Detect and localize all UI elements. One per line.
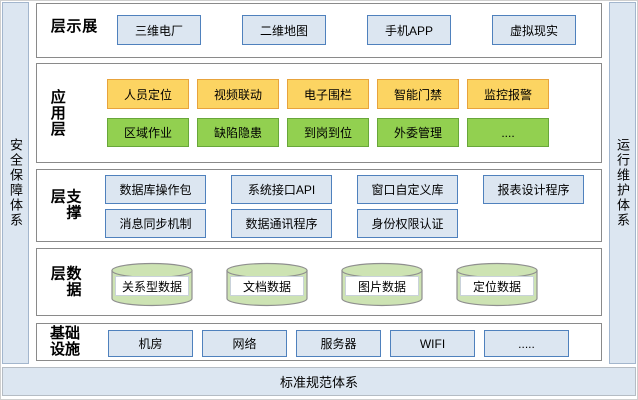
database-cylinder-icon: 图片数据 [340, 262, 424, 307]
presentation-layer-row: 三维电厂 二维地图 手机APP 虚拟现实 [117, 15, 576, 45]
infrastructure-box: 网络 [202, 330, 287, 357]
infrastructure-layer-row: 机房 网络 服务器 WIFI ..... [108, 330, 569, 357]
database-label: 关系型数据 [121, 279, 182, 294]
presentation-box-label: 虚拟现实 [509, 23, 558, 38]
database-cylinder-icon: 定位数据 [455, 262, 539, 307]
presentation-layer-panel: 展示层 三维电厂 二维地图 手机APP 虚拟现实 [36, 3, 602, 58]
standards-system-bar-label: 标准规范体系 [279, 375, 358, 390]
infrastructure-box: WIFI [390, 330, 475, 357]
application-layer-panel: 应用层 人员定位 视频联动 电子围栏 智能门禁 监控报警 [36, 63, 602, 163]
infrastructure-box-label: ..... [518, 336, 535, 351]
application-box-label: 缺陷隐患 [213, 126, 262, 140]
support-box: 报表设计程序 [483, 175, 584, 204]
presentation-box: 二维地图 [242, 15, 326, 45]
support-box: 窗口自定义库 [357, 175, 458, 204]
data-layer-title: 数据层 [48, 265, 82, 298]
support-box-label: 数据库操作包 [119, 183, 192, 197]
infrastructure-box-label: 机房 [138, 337, 163, 351]
application-box-green: 缺陷隐患 [197, 118, 279, 147]
database-label-box: 定位数据 [460, 276, 534, 296]
infrastructure-box-label: WIFI [419, 336, 446, 351]
application-box-yellow: 人员定位 [107, 79, 189, 109]
presentation-box-label: 手机APP [384, 23, 433, 38]
support-box-label: 报表设计程序 [497, 183, 570, 197]
standards-system-bar: 标准规范体系 [2, 367, 636, 396]
left-system-bar-label: 安全保障体系 [8, 138, 23, 228]
application-layer-row-2: 区域作业 缺陷隐患 到岗到位 外委管理 .... [107, 118, 549, 147]
infrastructure-box: ..... [484, 330, 569, 357]
application-box-label: 监控报警 [483, 87, 532, 102]
support-box-label: 窗口自定义库 [371, 183, 444, 197]
support-box: 身份权限认证 [357, 209, 458, 238]
database-label: 图片数据 [357, 279, 406, 294]
infrastructure-box: 服务器 [296, 330, 381, 357]
application-box-label: 人员定位 [123, 87, 172, 102]
infrastructure-box-label: 网络 [232, 337, 257, 351]
application-box-yellow: 监控报警 [467, 79, 549, 109]
application-box-yellow: 电子围栏 [287, 79, 369, 109]
support-box: 数据库操作包 [105, 175, 206, 204]
presentation-box: 手机APP [367, 15, 451, 45]
application-box-label: .... [501, 125, 515, 140]
data-layer-panel: 数据层 关系型数据 文档数据 [36, 248, 602, 316]
presentation-box: 虚拟现实 [492, 15, 576, 45]
support-box: 消息同步机制 [105, 209, 206, 238]
database-label: 定位数据 [472, 279, 521, 294]
infrastructure-layer-title: 基础设施 [49, 325, 80, 358]
application-layer-title: 应用层 [48, 89, 66, 137]
database-label-box: 关系型数据 [115, 276, 189, 296]
support-box-label: 身份权限认证 [371, 217, 444, 231]
presentation-box: 三维电厂 [117, 15, 201, 45]
application-box-green: 到岗到位 [287, 118, 369, 147]
application-box-green: .... [467, 118, 549, 147]
support-layer-row-1: 数据库操作包 系统接口API 窗口自定义库 报表设计程序 [105, 175, 584, 204]
presentation-box-label: 三维电厂 [134, 23, 183, 38]
support-box: 数据通讯程序 [231, 209, 332, 238]
application-box-green: 区域作业 [107, 118, 189, 147]
support-layer-panel: 支撑层 数据库操作包 系统接口API 窗口自定义库 报表设计程序 消息同步机制 [36, 169, 602, 242]
presentation-box-label: 二维地图 [259, 23, 308, 38]
database-label: 文档数据 [242, 279, 291, 294]
application-box-label: 到岗到位 [303, 126, 352, 140]
support-box-label: 消息同步机制 [119, 217, 192, 231]
support-box-label: 数据通讯程序 [245, 217, 318, 231]
infrastructure-layer-panel: 基础设施 机房 网络 服务器 WIFI ..... [36, 323, 602, 361]
support-layer-row-2: 消息同步机制 数据通讯程序 身份权限认证 [105, 209, 458, 238]
application-box-label: 区域作业 [123, 126, 172, 140]
application-box-label: 视频联动 [213, 87, 262, 102]
application-box-yellow: 视频联动 [197, 79, 279, 109]
support-box-label: 系统接口API [247, 183, 316, 197]
application-box-label: 外委管理 [393, 126, 442, 140]
application-box-green: 外委管理 [377, 118, 459, 147]
database-label-box: 文档数据 [230, 276, 304, 296]
database-label-box: 图片数据 [345, 276, 419, 296]
left-system-bar: 安全保障体系 [2, 2, 29, 364]
database-cylinder-icon: 关系型数据 [110, 262, 194, 307]
right-system-bar-label: 运行维护体系 [615, 138, 630, 228]
application-box-label: 电子围栏 [303, 87, 352, 102]
support-box: 系统接口API [231, 175, 332, 204]
application-box-yellow: 智能门禁 [377, 79, 459, 109]
support-layer-title: 支撑层 [48, 187, 82, 220]
infrastructure-box: 机房 [108, 330, 193, 357]
infrastructure-box-label: 服务器 [320, 337, 357, 351]
data-layer-row: 关系型数据 文档数据 图片数据 [110, 262, 539, 307]
presentation-layer-title: 展示层 [48, 17, 98, 34]
application-box-label: 智能门禁 [393, 87, 442, 102]
right-system-bar: 运行维护体系 [609, 2, 636, 364]
application-layer-row-1: 人员定位 视频联动 电子围栏 智能门禁 监控报警 [107, 79, 549, 109]
database-cylinder-icon: 文档数据 [225, 262, 309, 307]
